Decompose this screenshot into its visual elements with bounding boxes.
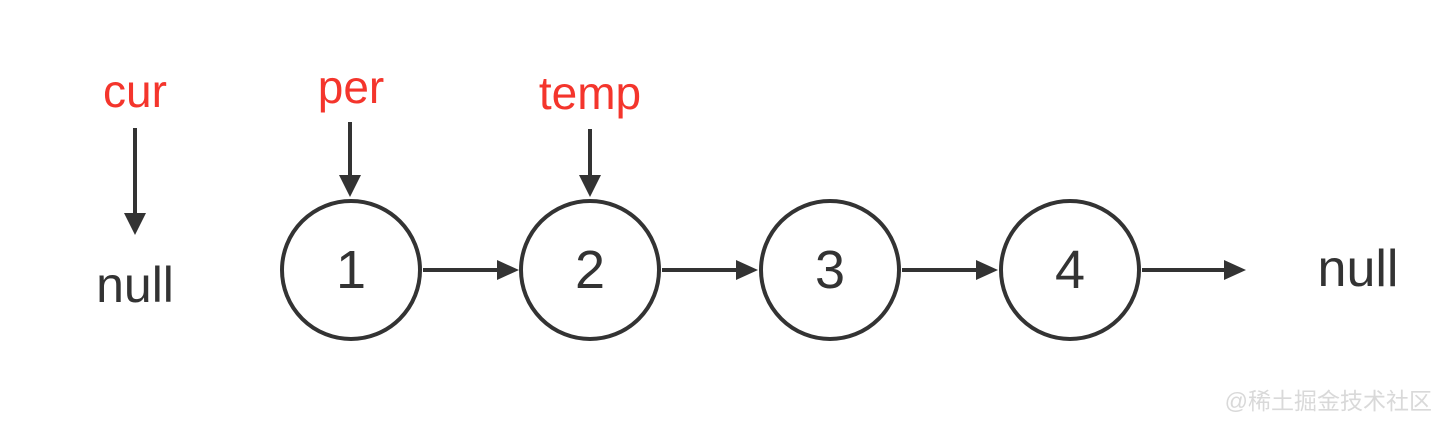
arrowhead-down-icon [579, 175, 601, 197]
node-value: 3 [814, 240, 846, 300]
arrow-stem [902, 268, 980, 272]
arrow-node2-node3-icon [662, 258, 758, 282]
arrow-stem [1142, 268, 1228, 272]
arrowhead-down-icon [124, 213, 146, 235]
pointer-label-cur: cur [103, 65, 167, 117]
arrowhead-right-icon [1224, 260, 1246, 280]
temp-down-arrow-icon [578, 129, 602, 197]
arrow-stem [588, 129, 592, 175]
arrow-node3-node4-icon [902, 258, 998, 282]
list-node-4: 4 [999, 199, 1141, 341]
arrow-node1-node2-icon [423, 258, 519, 282]
cur-down-arrow-icon [123, 128, 147, 235]
pointer-label-per: per [317, 61, 385, 113]
list-node-1: 1 [280, 199, 422, 341]
arrow-node4-null-icon [1142, 258, 1246, 282]
watermark: @稀土掘金技术社区 [1224, 387, 1432, 414]
node-value: 2 [574, 240, 606, 300]
arrow-stem [662, 268, 740, 272]
arrow-stem [423, 268, 501, 272]
null-label-left: null [96, 257, 174, 313]
pointer-label-temp: temp [538, 67, 642, 119]
arrowhead-right-icon [736, 260, 758, 280]
arrowhead-right-icon [497, 260, 519, 280]
list-node-2: 2 [519, 199, 661, 341]
arrow-stem [133, 128, 137, 213]
arrowhead-down-icon [339, 175, 361, 197]
null-label-right: null [1317, 240, 1399, 298]
arrowhead-right-icon [976, 260, 998, 280]
per-down-arrow-icon [338, 122, 362, 197]
arrow-stem [348, 122, 352, 175]
list-node-3: 3 [759, 199, 901, 341]
node-value: 4 [1054, 240, 1086, 300]
node-value: 1 [335, 240, 367, 300]
